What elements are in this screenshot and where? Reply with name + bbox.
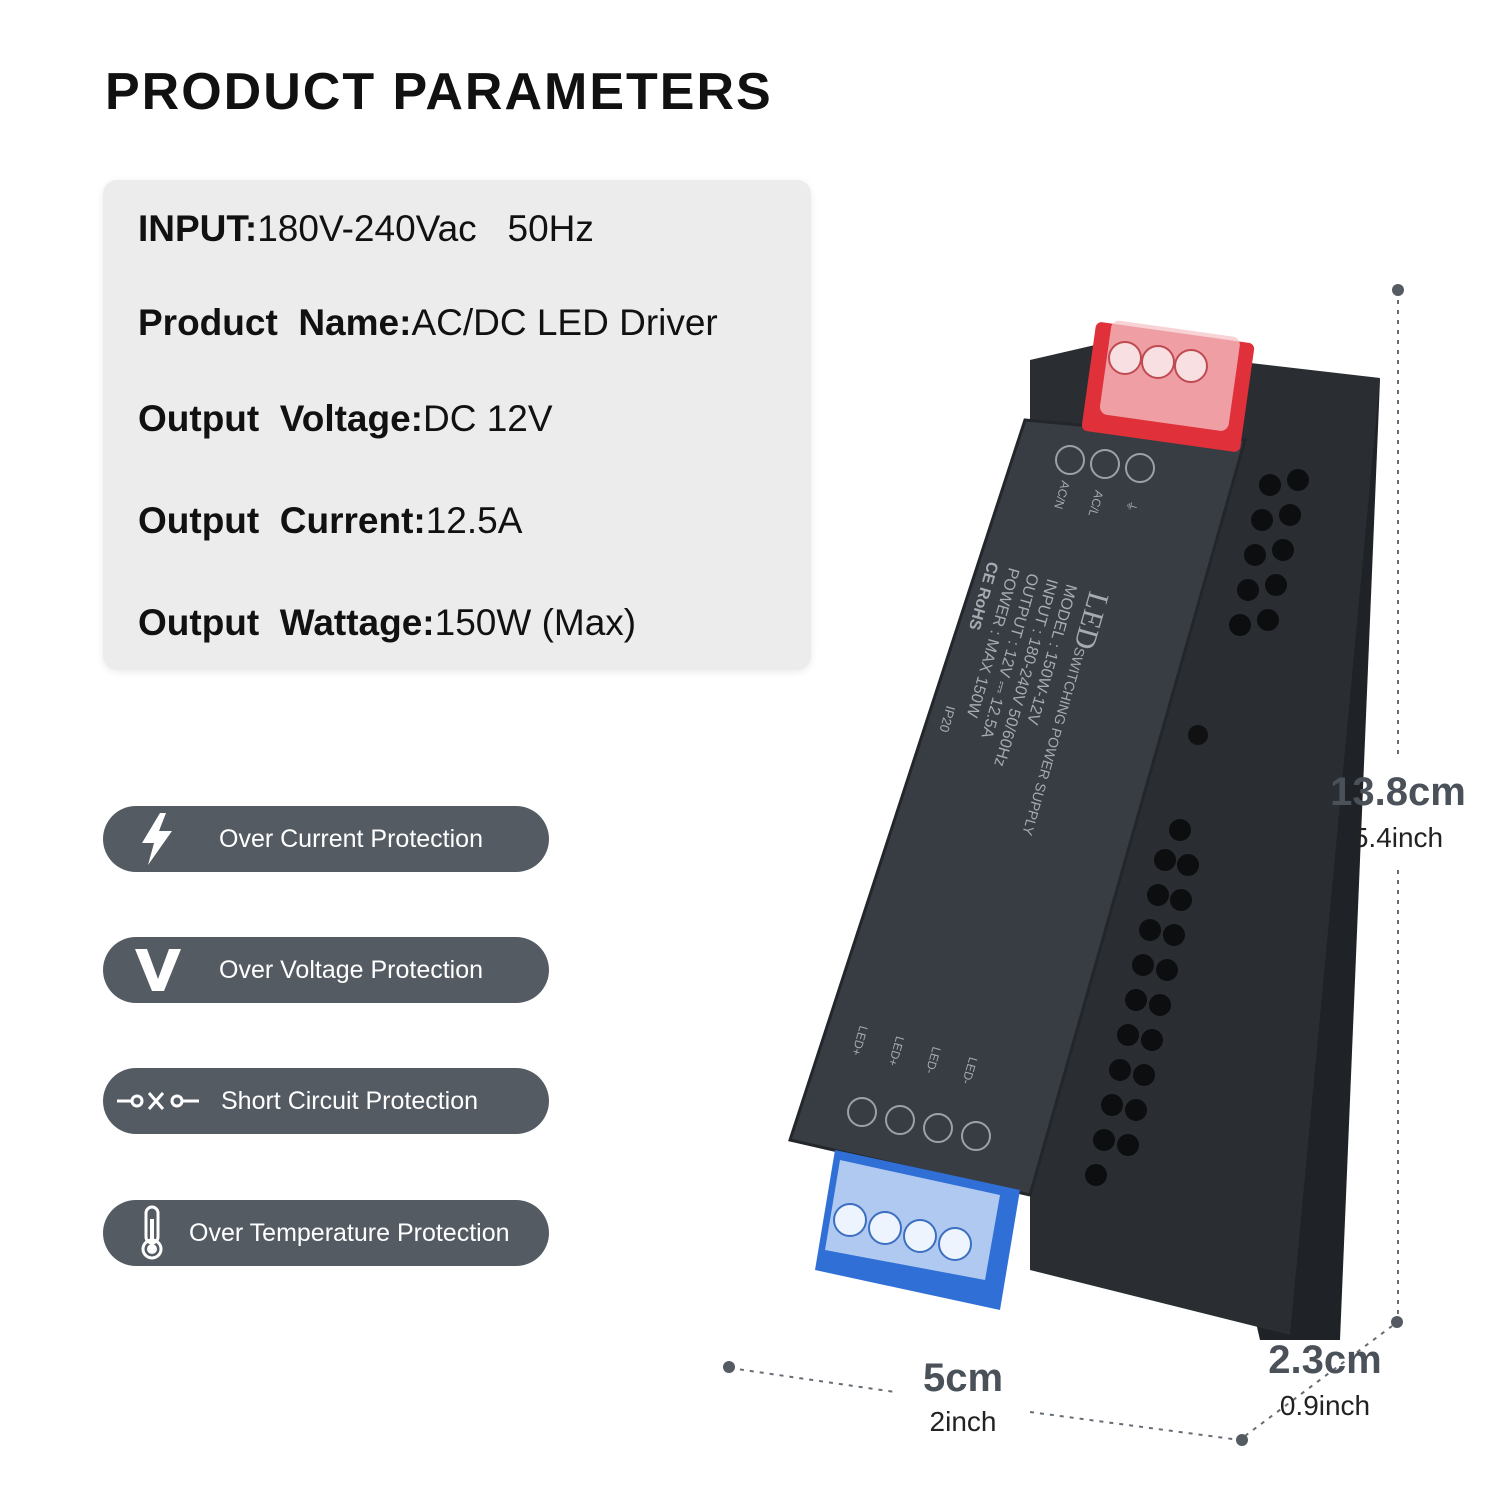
param-input: INPUT:180V-240Vac 50Hz [138, 208, 594, 250]
protection-over-temperature: Over Temperature Protection [103, 1200, 549, 1266]
param-key: Product Name: [138, 302, 412, 343]
param-value: AC/DC LED Driver [411, 302, 718, 343]
param-key: INPUT: [138, 208, 258, 249]
height-inch: 0.9inch [1279, 1390, 1371, 1421]
height-cm: 2.3cm [1268, 1338, 1382, 1382]
led-driver-image: LED SWITCHING POWER SUPPLY MODEL : 150W-… [788, 320, 1380, 1340]
protection-label: Over Voltage Protection [219, 956, 484, 984]
terminal-markers [847, 445, 1155, 1151]
protection-label: Over Temperature Protection [189, 1219, 510, 1247]
protection-over-current: Over Current Protection [103, 806, 549, 872]
label-ip: IP20 [937, 704, 959, 734]
short-circuit-icon [113, 1068, 203, 1134]
width-line-right [1029, 1411, 1241, 1441]
voltage-v-icon [123, 937, 193, 1003]
input-terminal [1081, 320, 1255, 452]
dimension-dot [1236, 1434, 1248, 1446]
param-output-current: Output Current:12.5A [138, 500, 522, 542]
protection-short-circuit: Short Circuit Protection [103, 1068, 549, 1134]
terminal-label: ⏚ [1123, 498, 1140, 513]
param-value: 12.5A [425, 500, 523, 541]
param-product-name: Product Name:AC/DC LED Driver [138, 302, 718, 344]
param-value: 150W (Max) [434, 602, 637, 643]
protection-over-voltage: Over Voltage Protection [103, 937, 549, 1003]
parameters-card: INPUT:180V-240Vac 50Hz Product Name:AC/D… [103, 180, 811, 670]
lightning-icon [123, 806, 193, 872]
param-key: Output Current: [138, 500, 426, 541]
param-output-wattage: Output Wattage:150W (Max) [138, 602, 636, 644]
protection-label: Short Circuit Protection [221, 1087, 479, 1115]
output-terminal [815, 1150, 1020, 1310]
length-cm: 13.8cm [1330, 770, 1466, 814]
param-key: Output Voltage: [138, 398, 423, 439]
protection-label: Over Current Protection [219, 825, 483, 853]
param-value: 180V-240Vac 50Hz [257, 208, 594, 249]
vent-holes [1085, 469, 1309, 1186]
param-output-voltage: Output Voltage:DC 12V [138, 398, 553, 440]
param-value: DC 12V [423, 398, 553, 439]
width-cm: 5cm [922, 1356, 1004, 1400]
param-key: Output Wattage: [138, 602, 435, 643]
width-line-left [729, 1367, 896, 1393]
mount-screw [1188, 725, 1208, 745]
length-inch: 5.4inch [1352, 822, 1444, 853]
dimension-dot [723, 1361, 735, 1373]
page-title: PRODUCT PARAMETERS [105, 63, 773, 121]
thermometer-icon [117, 1200, 187, 1266]
width-inch: 2inch [929, 1406, 997, 1437]
